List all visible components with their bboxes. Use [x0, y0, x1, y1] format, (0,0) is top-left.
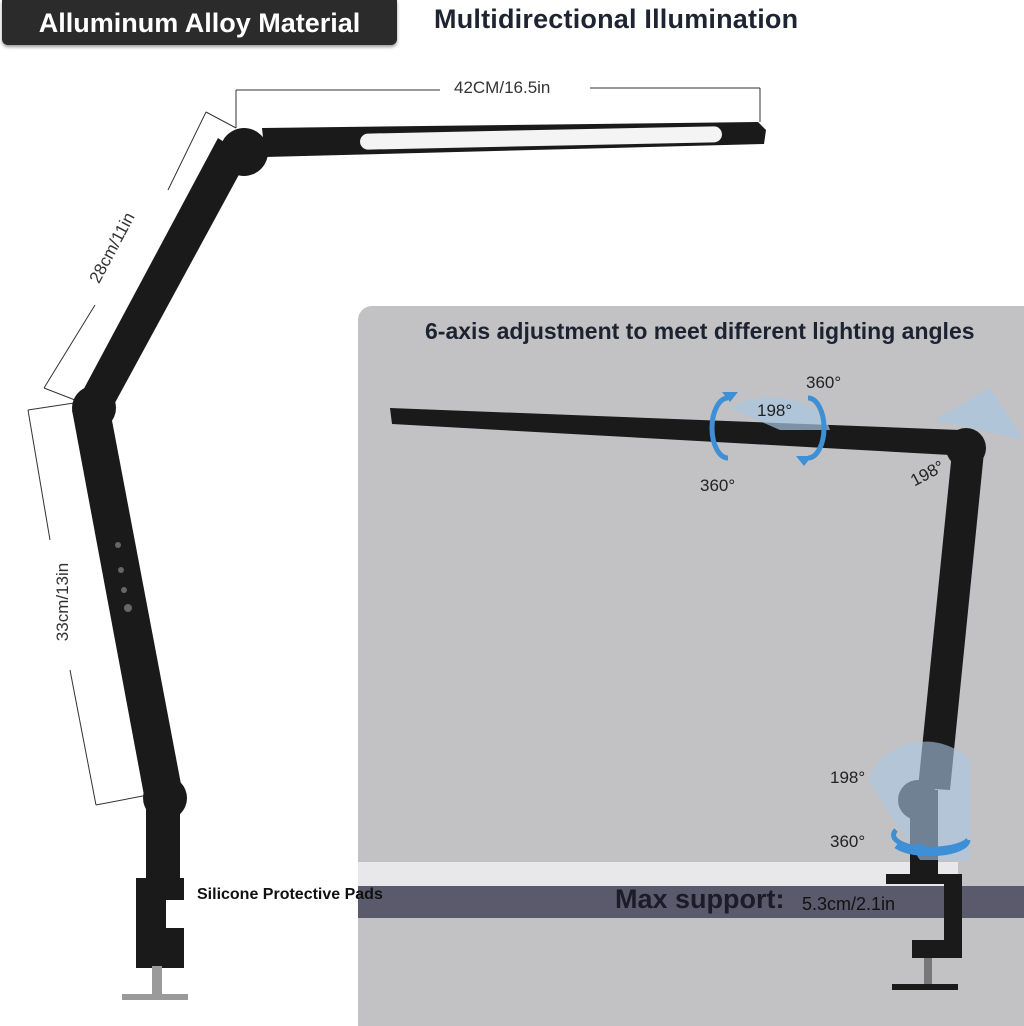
angle-top-rotation: 360°	[806, 373, 842, 392]
rotation-shade-top	[730, 397, 830, 430]
head-length-label: 42CM/16.5in	[450, 78, 555, 98]
dimension-lower-arm	[27, 402, 149, 806]
pads-label: Silicone Protective Pads	[197, 886, 383, 903]
angle-bottom-rotation: 360°	[700, 476, 736, 495]
max-support-label: Max support:	[615, 884, 785, 914]
rotate-arrow-icons	[709, 395, 971, 857]
desk-edge	[358, 886, 1024, 918]
max-support-value: 5.3cm/2.1in	[802, 894, 896, 914]
angle-head-tilt: 198°	[757, 401, 793, 420]
lower-arm-length-label: 33cm/13in	[53, 558, 74, 646]
tilt-shade-head	[935, 388, 1024, 440]
desk-top	[358, 862, 958, 888]
panel-title: 6-axis adjustment to meet different ligh…	[425, 318, 975, 344]
material-badge: Alluminum Alloy Material	[2, 0, 397, 45]
left-lamp	[72, 122, 766, 1000]
tilt-shade-base	[868, 741, 970, 860]
page-title: Multidirectional Illumination	[434, 4, 799, 34]
dimension-head	[235, 87, 761, 128]
angle-base-tilt: 198°	[830, 768, 866, 787]
dimension-upper-arm	[43, 111, 237, 401]
angle-base-rotation: 360°	[830, 832, 866, 851]
